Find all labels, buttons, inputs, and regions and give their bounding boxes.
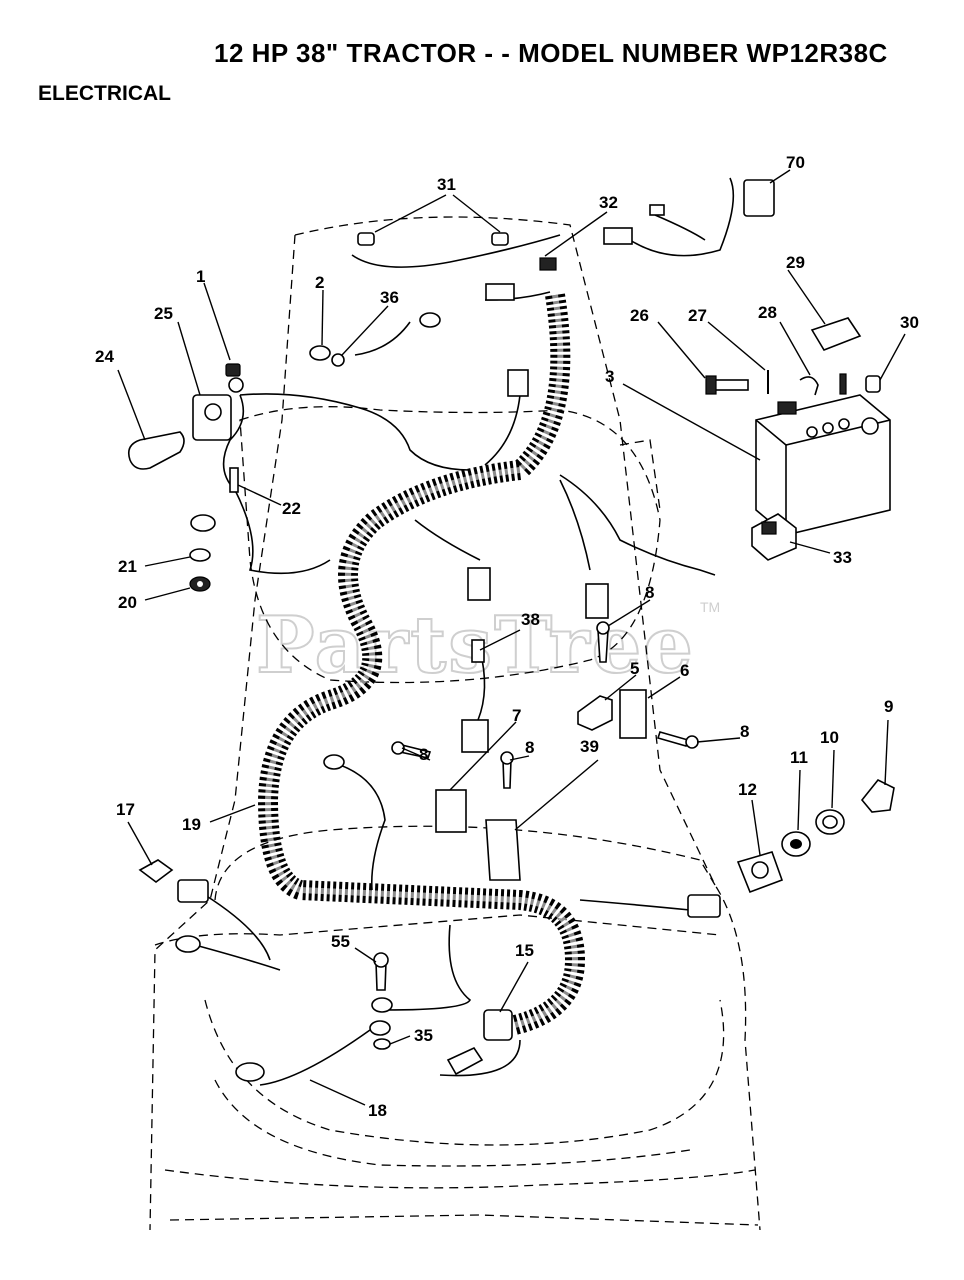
callout-1: 1 — [196, 267, 205, 286]
callout-6: 6 — [680, 661, 689, 680]
callout-3: 3 — [605, 367, 614, 386]
part-32-connector — [539, 257, 557, 271]
callout-5: 5 — [630, 659, 639, 678]
part-8-screw-right — [656, 731, 690, 747]
tractor-outline — [149, 216, 761, 1231]
watermark-tm: TM — [700, 599, 720, 615]
callout-24: 24 — [95, 347, 114, 366]
part-7-switch — [435, 789, 467, 833]
callout-15: 15 — [515, 941, 534, 960]
page-title: 12 HP 38" TRACTOR - - MODEL NUMBER WP12R… — [214, 38, 888, 68]
callout-8-left: 8 — [419, 745, 428, 764]
part-21-washer — [189, 548, 211, 562]
part-39-bracket — [485, 819, 521, 881]
callout-35: 35 — [414, 1026, 433, 1045]
callout-2: 2 — [315, 273, 324, 292]
part-15-switch — [483, 1009, 513, 1041]
callout-55: 55 — [331, 932, 350, 951]
part-30-cap — [865, 375, 881, 393]
part-22-screw — [229, 467, 239, 493]
callout-31: 31 — [437, 175, 456, 194]
part-31-bulb — [357, 232, 375, 246]
part-18-ground — [235, 1062, 265, 1082]
callout-38: 38 — [521, 610, 540, 629]
part-6-relay — [619, 689, 647, 739]
part-17-fuse — [138, 859, 174, 883]
part-5-bracket — [577, 695, 613, 731]
connector-b — [585, 583, 609, 619]
callout-8-mid: 8 — [525, 738, 534, 757]
leader-lines — [117, 169, 906, 1106]
part-28-strap — [799, 376, 819, 396]
callout-33: 33 — [833, 548, 852, 567]
callout-26: 26 — [630, 306, 649, 325]
callout-39: 39 — [580, 737, 599, 756]
callout-27: 27 — [688, 306, 707, 325]
callout-10: 10 — [820, 728, 839, 747]
callout-29: 29 — [786, 253, 805, 272]
watermark: PartsTree TM — [255, 599, 720, 692]
part-3-battery — [755, 394, 891, 536]
part-1-nut — [225, 363, 241, 377]
callout-11: 11 — [790, 748, 808, 767]
part-36-washer — [331, 353, 345, 367]
callout-25: 25 — [154, 304, 173, 323]
callout-19: 19 — [182, 815, 201, 834]
callout-28: 28 — [758, 303, 777, 322]
part-29-fuse — [810, 317, 862, 351]
callout-70: 70 — [786, 153, 805, 172]
callout-22: 22 — [282, 499, 301, 518]
callout-8-right: 8 — [740, 722, 749, 741]
connector-38 — [461, 719, 489, 753]
callout-30: 30 — [900, 313, 919, 332]
connector-c — [507, 369, 529, 397]
callout-12: 12 — [738, 780, 757, 799]
callout-17: 17 — [116, 800, 135, 819]
coiled-wire-harness — [257, 293, 586, 1035]
callout-numbers: 1 2 3 5 6 7 8 8 8 8 9 10 11 12 15 17 18 … — [95, 153, 919, 1120]
part-35-washer — [373, 1038, 391, 1050]
callout-21: 21 — [118, 557, 137, 576]
callout-18: 18 — [368, 1101, 387, 1120]
part-24-boot — [127, 431, 185, 470]
callout-7: 7 — [512, 706, 521, 725]
parts — [127, 179, 895, 1082]
callout-36: 36 — [380, 288, 399, 307]
callout-8-top: 8 — [645, 583, 654, 602]
connector-a — [467, 567, 491, 601]
part-9-key — [860, 778, 895, 813]
callout-32: 32 — [599, 193, 618, 212]
callout-9: 9 — [884, 697, 893, 716]
section-title: ELECTRICAL — [38, 82, 171, 105]
part-70-switch — [743, 179, 775, 217]
part-2-terminal — [309, 345, 331, 361]
callout-20: 20 — [118, 593, 137, 612]
part-26-bolt — [711, 379, 749, 391]
